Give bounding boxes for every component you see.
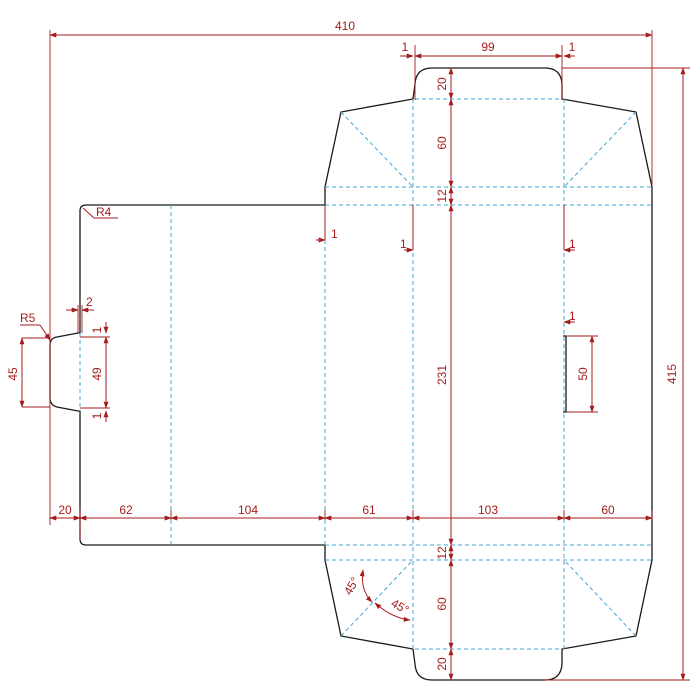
label-slot-right: 1 <box>569 237 576 251</box>
label-bottom-tuck: 20 <box>435 657 449 671</box>
label-seg-e: 60 <box>601 503 615 517</box>
label-seg-a: 62 <box>119 503 133 517</box>
angle-arc-b <box>374 602 411 622</box>
label-overall-height: 415 <box>665 364 679 384</box>
label-glue-offset-top: 1 <box>90 326 104 333</box>
label-radius-glue: R5 <box>20 311 36 325</box>
angle-arc-a <box>359 569 373 603</box>
label-glue-height: 45 <box>6 367 20 381</box>
label-overall-width: 410 <box>335 19 355 33</box>
dimension-labels: 410 415 99 1 1 20 60 12 231 12 60 20 1 1… <box>6 19 679 671</box>
label-lock-height: 50 <box>576 367 590 381</box>
fold-diag-bl <box>340 559 414 637</box>
label-seg-b: 104 <box>238 503 258 517</box>
dimension-lines <box>19 30 690 681</box>
label-glue-gap: 2 <box>86 295 93 309</box>
label-seg-c: 61 <box>362 503 376 517</box>
label-glue-inner: 49 <box>90 367 104 381</box>
label-seg-glue: 20 <box>58 503 72 517</box>
fold-diag-tl <box>340 111 414 188</box>
label-top-tuck: 20 <box>435 77 449 91</box>
cut-lines <box>49 67 653 681</box>
lock-slot-cut <box>563 335 567 413</box>
label-angle-a: 45° <box>341 574 362 597</box>
label-top-flap-width: 99 <box>481 40 495 54</box>
label-bottom-band: 12 <box>435 546 449 560</box>
label-seg-d: 103 <box>478 503 498 517</box>
label-slot-left-a: 1 <box>331 227 338 241</box>
label-radius-corner: R4 <box>96 205 112 219</box>
fold-lines <box>79 98 652 650</box>
label-main-height: 231 <box>435 365 449 385</box>
label-bottom-dust: 60 <box>435 597 449 611</box>
label-top-band: 12 <box>435 189 449 203</box>
outline-cut-path <box>49 67 653 681</box>
fold-diag-tr <box>563 111 637 188</box>
label-angle-b: 45° <box>389 596 412 617</box>
label-lock-gap: 1 <box>569 309 576 323</box>
fold-diag-br <box>563 559 637 637</box>
label-top-dust: 60 <box>435 136 449 150</box>
label-top-small-right: 1 <box>569 40 576 54</box>
label-slot-left-b: 1 <box>400 237 407 251</box>
label-top-small-left: 1 <box>402 40 409 54</box>
label-glue-offset-bottom: 1 <box>90 412 104 419</box>
